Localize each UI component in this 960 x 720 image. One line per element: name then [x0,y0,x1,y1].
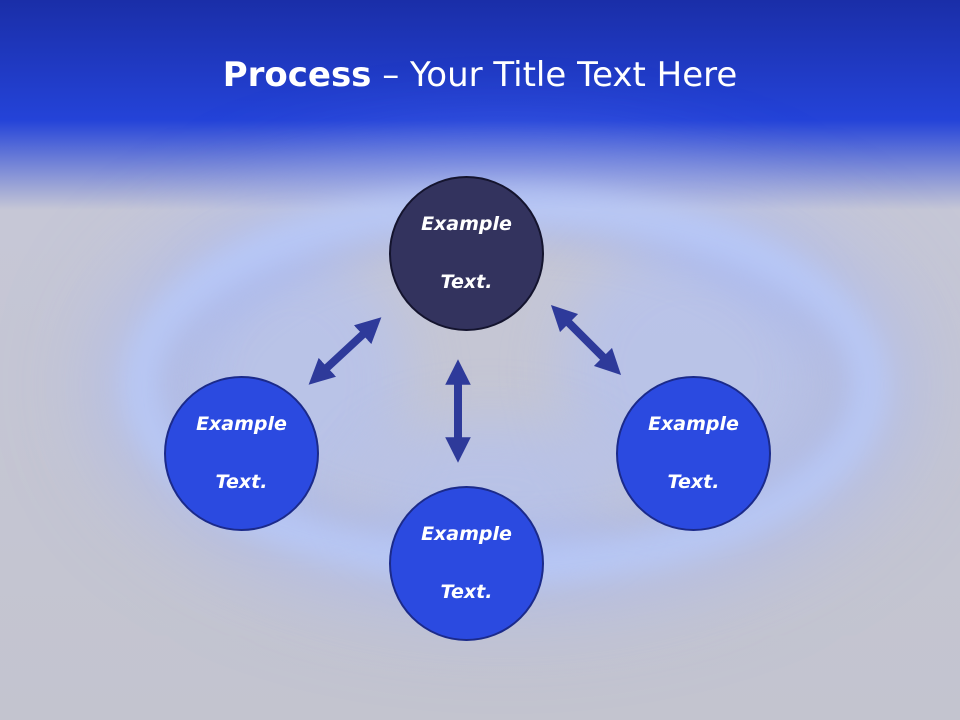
node-top-line2: Text. [440,271,493,293]
node-right-line2: Text. [667,471,720,493]
node-left-line2: Text. [215,471,268,493]
node-top-line1: Example [421,213,512,235]
arrow-top-right [550,304,622,376]
node-left-line1: Example [196,413,287,435]
node-bottom-line1: Example [421,523,512,545]
node-bottom-line2: Text. [440,581,493,603]
arrow-top-left [308,317,382,385]
node-right-line1: Example [648,413,739,435]
slide-title: Process – Your Title Text Here [0,52,960,98]
title-rest: – Your Title Text Here [371,55,738,95]
title-bold: Process [222,55,372,95]
